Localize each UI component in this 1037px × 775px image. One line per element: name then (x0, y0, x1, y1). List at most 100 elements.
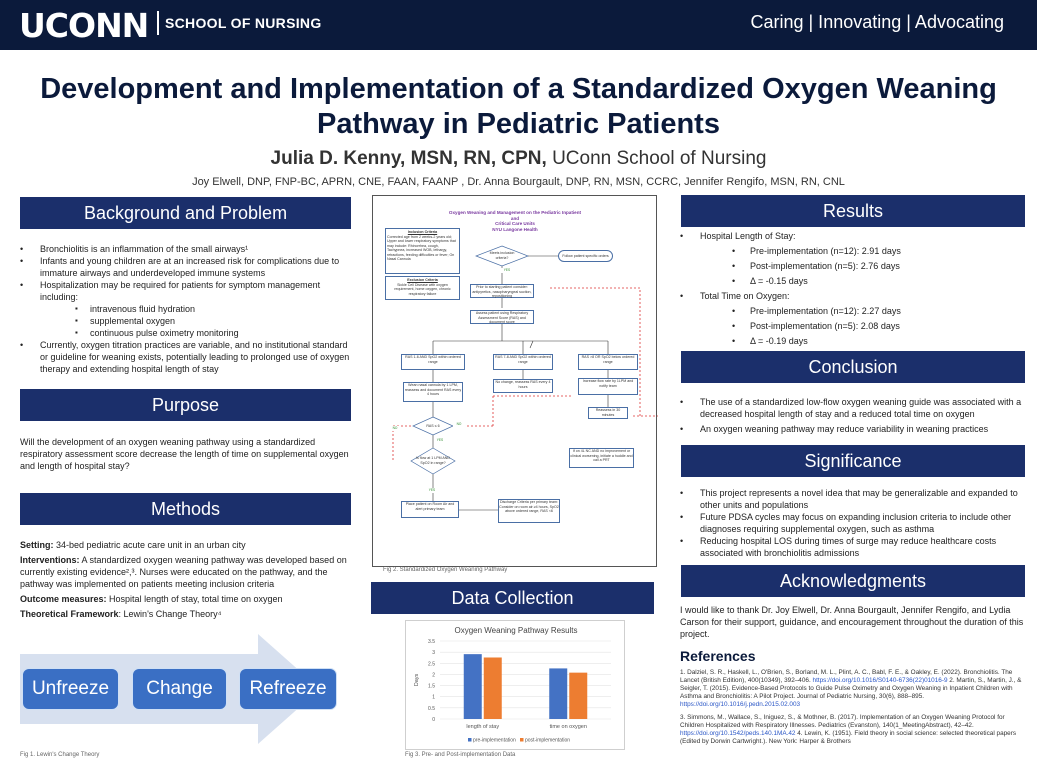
results-section: Hospital Length of Stay: Pre-implementat… (680, 230, 1025, 347)
lewin-step-change: Change (132, 668, 227, 710)
reference-1-link[interactable]: https://doi.org/10.1016/S0140-6736(22)01… (812, 677, 948, 684)
conclusion-item-1: The use of a standardized low-flow oxyge… (680, 396, 1025, 420)
huddle-box: If on 4L NC AND no improvement or clinic… (569, 448, 634, 468)
chart-legend-swatch (468, 738, 472, 742)
flowchart-title: Oxygen Weaning and Management on the Ped… (445, 210, 585, 232)
results-bar-chart: Oxygen Weaning Pathway Results 0 0.5 1 1.5 2 2… (405, 620, 625, 750)
header-divider (157, 11, 159, 35)
methods-interventions: Interventions: A standardized oxygen wea… (20, 555, 347, 589)
wean-cannula-box: Wean nasal cannula by 1 LPM, reassess an… (403, 382, 463, 402)
title-line-2: Pathway in Pediatric Patients (317, 108, 720, 140)
lewin-step-refreeze: Refreeze (239, 668, 337, 710)
references-heading: References (680, 648, 756, 664)
ras-le-6-decision: RAS ≤ 6 (426, 424, 440, 428)
room-air-decision: Is flow at 1 LPM AND SpO2 in range? (416, 456, 450, 465)
background-item-4: Currently, oxygen titration practices ar… (20, 339, 352, 375)
significance-item-3: Reducing hospital LOS during times of su… (680, 535, 1025, 559)
yes-label-2: YES (434, 438, 446, 443)
significance-heading: Significance (681, 445, 1025, 477)
chart-legend-swatch (520, 738, 524, 742)
chart-ytick-label: 3 (432, 650, 435, 656)
purpose-text: Will the development of an oxygen weanin… (20, 437, 349, 471)
school-name: SCHOOL OF NURSING (165, 15, 322, 31)
chart-ytick-label: 1 (432, 695, 435, 701)
chart-bar-post-implementation (569, 672, 588, 719)
chart-ylabel: Days (414, 673, 420, 686)
chart-ytick-label: 0 (432, 717, 435, 723)
chart-category-label: length of stay (466, 724, 499, 730)
purpose-heading: Purpose (20, 389, 351, 421)
room-air-box: Place patient on Room Air and alert prim… (401, 501, 459, 518)
conclusion-section: The use of a standardized low-flow oxyge… (680, 396, 1025, 435)
chart-legend-label: pre-implementation (473, 738, 516, 744)
results-los-post: Post-implementation (n=5): 2.76 days (680, 260, 1025, 272)
no-label-1: NO (389, 426, 401, 431)
background-section: Bronchiolitis is an inflammation of the … (20, 243, 352, 375)
exclusion-criteria-box: Exclusion Criteria Sickle Cell Disease w… (385, 276, 460, 300)
ras-mid-box: RAS 7-8 AND SpO2 within ordered range (493, 354, 553, 370)
significance-item-1: This project represents a novel idea tha… (680, 487, 1025, 511)
significance-section: This project represents a novel idea tha… (680, 487, 1025, 559)
chart-category-label: time on oxygen (550, 724, 587, 730)
methods-framework: Theoretical Framework: Lewin's Change Th… (20, 609, 222, 619)
background-item-1: Bronchiolitis is an inflammation of the … (20, 243, 352, 255)
chart-ytick-label: 0.5 (428, 706, 435, 712)
fig1-caption: Fig 1. Lewin's Change Theory (20, 752, 100, 758)
chart-ytick-label: 2 (432, 672, 435, 678)
presenter-line: Julia D. Kenny, MSN, RN, CPN, UConn Scho… (0, 148, 1037, 170)
chart-bar-post-implementation (483, 657, 502, 719)
chart-title: Oxygen Weaning Pathway Results (454, 626, 577, 635)
inclusion-criteria-box: Inclusion Criteria Corrected age from 2 … (385, 228, 460, 274)
results-oxy-label: Total Time on Oxygen: (680, 290, 1025, 302)
background-subitem-3: continuous pulse oximetry monitoring (20, 327, 352, 339)
no-label-2: NO (453, 422, 465, 427)
background-item-2: Infants and young children are at an inc… (20, 255, 352, 279)
ras-low-box: RAS 1-6 AND SpO2 within ordered range (401, 354, 465, 370)
co-authors: Joy Elwell, DNP, FNP-BC, APRN, CNE, FAAN… (192, 176, 845, 188)
chart-bar-pre-implementation (463, 654, 482, 719)
chart-ytick-label: 2.5 (428, 661, 435, 667)
conclusion-heading: Conclusion (681, 351, 1025, 383)
results-los-pre: Pre-implementation (n=12): 2.91 days (680, 245, 1025, 257)
data-collection-heading: Data Collection (371, 582, 654, 614)
flowchart-connectors (392, 245, 658, 511)
methods-setting: Setting: 34-bed pediatric acute care uni… (20, 540, 246, 550)
yes-label-3: YES (426, 488, 438, 493)
results-heading: Results (681, 195, 1025, 227)
fig3-caption: Fig 3. Pre- and Post-implementation Data (405, 752, 516, 758)
header-bar: UCONN SCHOOL OF NURSING Caring | Innovat… (0, 0, 1037, 50)
uconn-logo: UCONN (19, 6, 149, 45)
fig2-caption: Fig 2. Standardized Oxygen Weaning Pathw… (383, 567, 508, 573)
results-los-delta: Δ = -0.15 days (680, 275, 1025, 287)
chart-ytick-label: 3.5 (428, 639, 435, 645)
methods-heading: Methods (20, 493, 351, 525)
results-los-label: Hospital Length of Stay: (680, 230, 1025, 242)
background-item-3: Hospitalization may be required for pati… (20, 279, 352, 303)
chart-svg: Oxygen Weaning Pathway Results 0 0.5 1 1.5 2 2… (414, 626, 611, 744)
reference-3-link[interactable]: https://doi.org/10.1542/peds.140.1MA.42 (680, 730, 796, 737)
chart-ytick-label: 1.5 (428, 684, 435, 690)
acknowledgments-heading: Acknowledgments (681, 565, 1025, 597)
oxygen-weaning-flowchart: Oxygen Weaning and Management on the Ped… (372, 195, 658, 567)
conclusion-item-2: An oxygen weaning pathway may reduce var… (680, 423, 1025, 435)
no-change-box: No change, reassess RAS every 4 hours (493, 379, 553, 393)
prior-to-starting-box: Prior to starting patient consider: anti… (470, 284, 534, 298)
discharge-criteria-box: Discharge Criteria per primary team: Con… (498, 499, 560, 523)
background-subitem-1: intravenous fluid hydration (20, 303, 352, 315)
chart-legend-label: post-implementation (525, 738, 570, 744)
presenter-name: Julia D. Kenny, MSN, RN, CPN, (270, 148, 547, 169)
reference-2-link[interactable]: https://doi.org/10.1016/j.pedn.2015.02.0… (680, 701, 801, 708)
background-subitem-2: supplemental oxygen (20, 315, 352, 327)
lewin-step-unfreeze: Unfreeze (22, 668, 119, 710)
results-oxy-pre: Pre-implementation (n=12): 2.27 days (680, 305, 1025, 317)
results-oxy-post: Post-implementation (n=5): 2.08 days (680, 320, 1025, 332)
acknowledgments-text: I would like to thank Dr. Joy Elwell, Dr… (680, 605, 1024, 639)
significance-item-2: Future PDSA cycles may focus on expandin… (680, 511, 1025, 535)
increase-flow-box: Increase flow rate by 1LPM and notify te… (578, 378, 638, 395)
meets-criteria-decision: Meets inclusion criteria? (489, 251, 515, 260)
background-heading: Background and Problem (20, 197, 351, 229)
poster-title: Development and Implementation of a Stan… (0, 72, 1037, 142)
yes-label-1: YES (501, 268, 513, 273)
assess-patient-box: Assess patient using Respiratory Assessm… (470, 310, 534, 324)
reference-1-2: 1. Dalziel, S. R., Haskell, L., O'Brien,… (680, 669, 1022, 708)
